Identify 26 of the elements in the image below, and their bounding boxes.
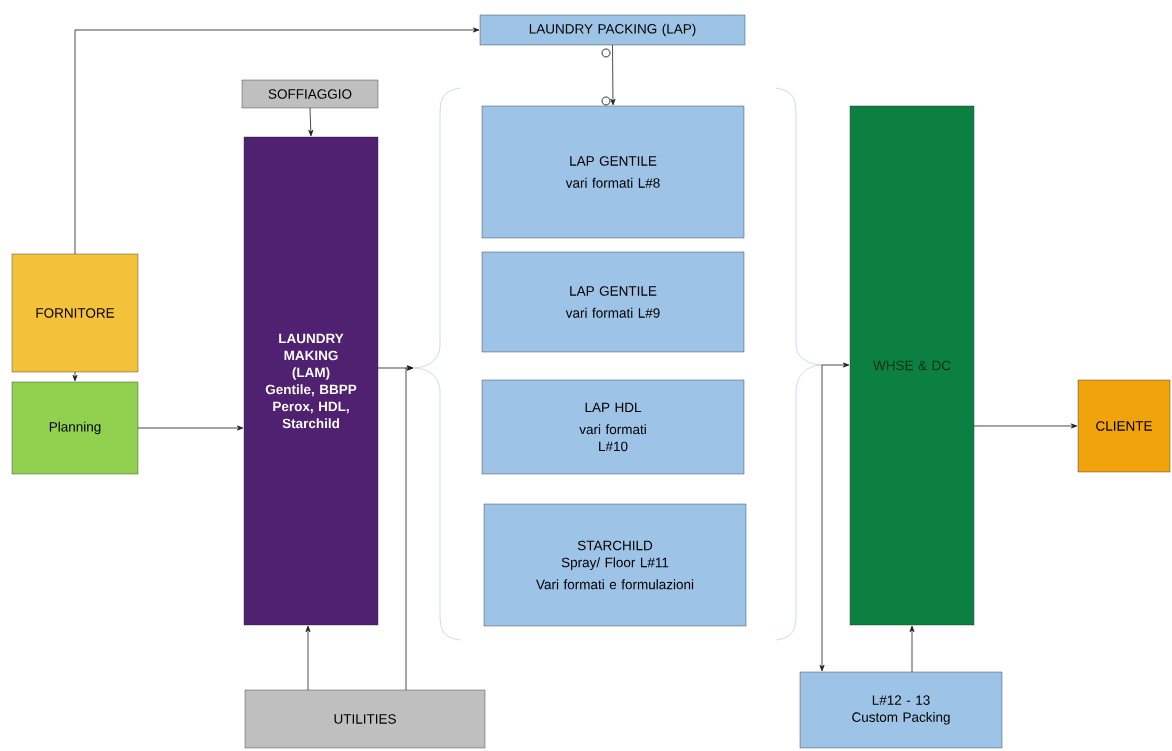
curly-brace <box>413 87 461 641</box>
process-bar: WHSE & DC <box>849 105 975 626</box>
arrow <box>305 625 311 691</box>
arrow <box>72 371 78 382</box>
arrow <box>137 425 244 431</box>
process-box: UTILITIES <box>244 689 486 749</box>
arrow <box>973 423 1078 429</box>
process-box: Planning <box>11 381 139 475</box>
arrow <box>610 44 616 106</box>
process-box: STARCHILD Spray/ Floor L#11 Vari formati e formulazioni <box>483 503 747 627</box>
process-bar: LAUNDRY MAKING (LAM) Gentile, BBPP Perox, HDL, Starchild <box>243 136 379 626</box>
arrow <box>74 27 480 255</box>
process-box: LAUNDRY PACKING (LAP) <box>479 14 746 46</box>
process-box: LAP HDL vari formati L#10 <box>481 379 745 475</box>
process-box: FORNITORE <box>11 253 139 373</box>
arrow <box>308 107 314 137</box>
arrow <box>909 625 915 673</box>
process-box: LAP GENTILE vari formati L#9 <box>481 251 745 353</box>
arrow <box>819 364 825 672</box>
arrow <box>821 362 850 368</box>
arrow <box>405 365 414 691</box>
process-box: L#12 - 13 Custom Packing <box>799 671 1003 749</box>
process-box: LAP GENTILE vari formati L#8 <box>481 105 745 239</box>
process-box: SOFFIAGGIO <box>241 79 379 109</box>
curly-brace <box>775 87 823 641</box>
process-box: CLIENTE <box>1077 379 1171 473</box>
